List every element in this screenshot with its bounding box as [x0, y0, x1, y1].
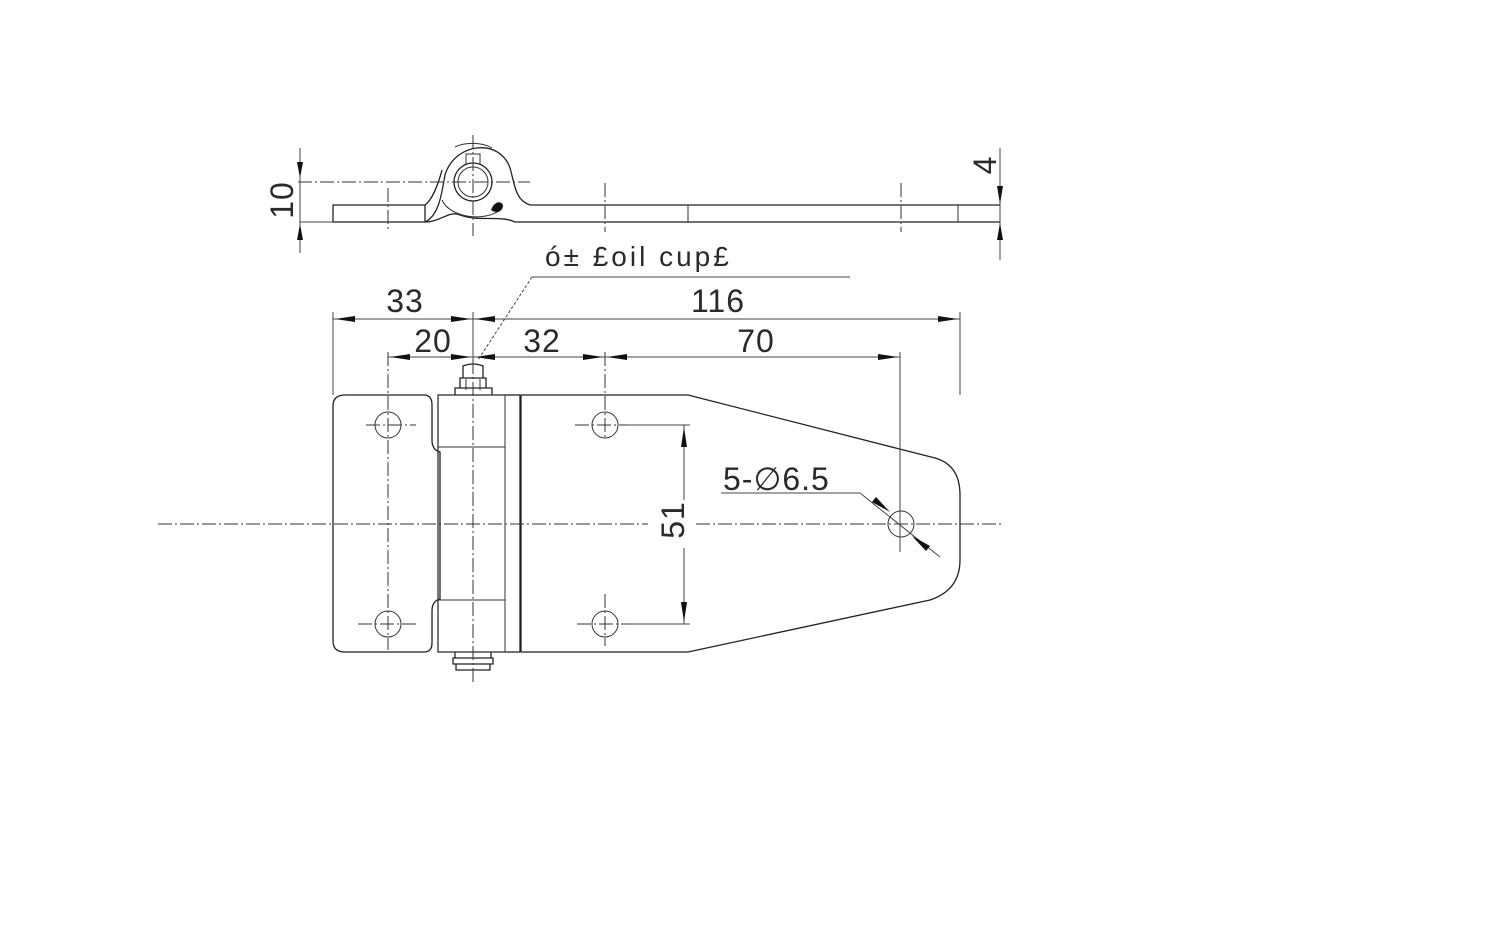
dim-4: 4 — [967, 156, 1003, 175]
callout-leader — [477, 276, 533, 361]
dim-116: 116 — [691, 283, 745, 319]
left-plate-side — [332, 204, 426, 223]
dim-32: 32 — [523, 323, 561, 359]
knuckle-inner — [424, 213, 960, 223]
knuckle-outer — [424, 147, 960, 223]
side-view: 10 4 ó± £oil cup£ — [264, 135, 1003, 361]
right-leaf — [521, 394, 961, 653]
dim-20: 20 — [414, 323, 452, 359]
plan-view: 33 116 20 32 70 51 5-∅6.5 — [158, 283, 1002, 685]
oil-cup-callout: ó± £oil cup£ — [545, 241, 732, 272]
left-leaf — [332, 394, 441, 653]
dim-70: 70 — [737, 323, 775, 359]
hole-spec-callout: 5-∅6.5 — [723, 461, 830, 497]
weld-mark — [491, 202, 503, 213]
dim-33: 33 — [386, 283, 424, 319]
hole — [887, 510, 915, 538]
dim-10: 10 — [264, 181, 300, 219]
dim-51: 51 — [655, 501, 691, 539]
